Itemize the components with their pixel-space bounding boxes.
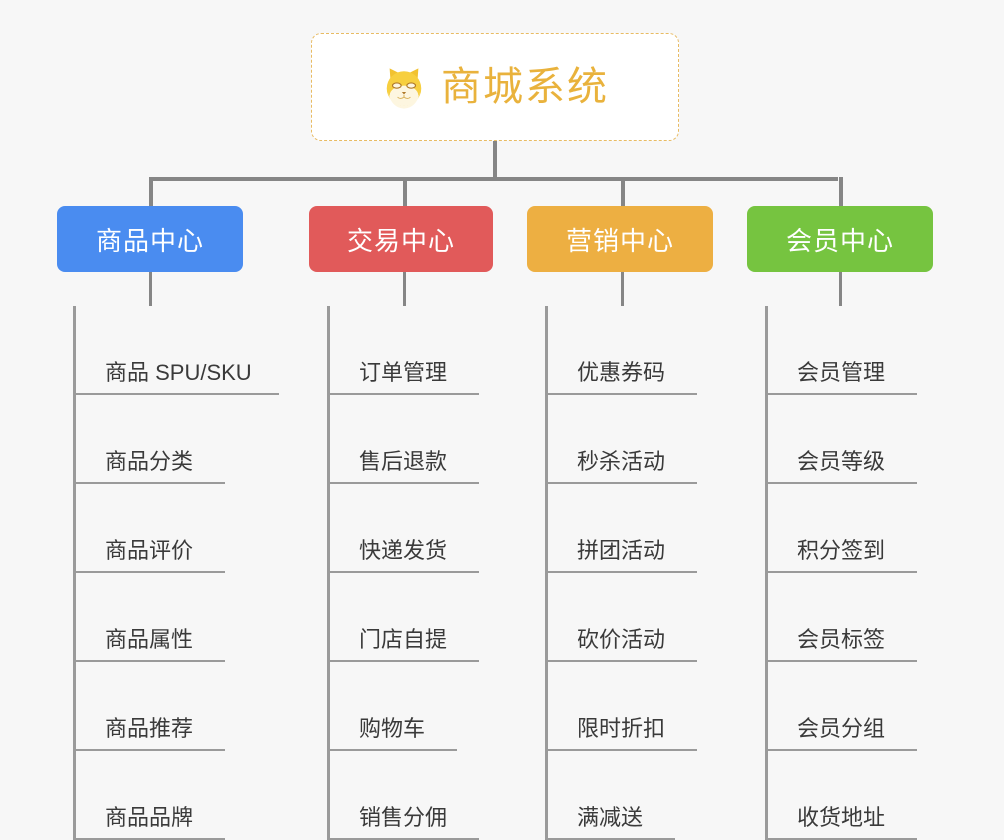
leaf-item[interactable]: 订单管理 [327, 306, 479, 395]
leaf-item-label: 商品属性 [105, 626, 194, 652]
leaf-trunk-line [327, 306, 330, 840]
category-box-4[interactable]: 会员中心 [747, 206, 933, 272]
leaf-item[interactable]: 商品 SPU/SKU [73, 306, 279, 395]
leaf-item-underline [545, 749, 697, 751]
connector-drop-1 [149, 177, 153, 209]
leaf-item-underline [327, 660, 479, 662]
leaf-item[interactable]: 收货地址 [765, 751, 917, 840]
leaf-item-label: 会员分组 [797, 715, 886, 741]
category-label: 会员中心 [785, 225, 894, 256]
leaf-item[interactable]: 门店自提 [327, 573, 479, 662]
leaf-item[interactable]: 售后退款 [327, 395, 479, 484]
leaf-item-label: 门店自提 [359, 626, 448, 652]
leaf-item-label: 购物车 [359, 715, 426, 741]
branch-stem-1 [149, 272, 152, 306]
leaf-item[interactable]: 会员标签 [765, 573, 917, 662]
leaf-item-underline [765, 838, 917, 840]
leaf-item-label: 优惠券码 [577, 359, 666, 385]
category-label: 商品中心 [95, 225, 204, 256]
leaf-trunk-line [545, 306, 548, 840]
leaf-item-underline [327, 749, 457, 751]
leaf-item-underline [765, 393, 917, 395]
leaf-item[interactable]: 商品分类 [73, 395, 225, 484]
leaf-item[interactable]: 商品推荐 [73, 662, 225, 751]
leaf-item[interactable]: 拼团活动 [545, 484, 697, 573]
leaf-trunk-line [765, 306, 768, 840]
leaf-item-label: 拼团活动 [577, 537, 666, 563]
leaf-item[interactable]: 销售分佣 [327, 751, 479, 840]
leaf-item[interactable]: 商品品牌 [73, 751, 225, 840]
leaf-item-underline [73, 838, 225, 840]
root-title: 商城系统 [441, 65, 609, 109]
leaf-item-underline [73, 571, 225, 573]
leaf-item[interactable]: 商品评价 [73, 484, 225, 573]
leaf-item-underline [765, 482, 917, 484]
leaf-item-label: 商品品牌 [105, 804, 194, 830]
connector-root-stem [493, 141, 497, 179]
leaf-item[interactable]: 会员等级 [765, 395, 917, 484]
leaf-item-label: 会员管理 [797, 359, 886, 385]
leaf-item-label: 满减送 [577, 804, 644, 830]
leaf-item[interactable]: 会员分组 [765, 662, 917, 751]
leaf-item[interactable]: 购物车 [327, 662, 457, 751]
leaf-item-label: 商品评价 [105, 537, 194, 563]
leaf-item-underline [545, 571, 697, 573]
leaf-item-underline [765, 749, 917, 751]
leaf-item-label: 积分签到 [797, 537, 886, 563]
leaf-item-underline [765, 660, 917, 662]
leaf-item-underline [545, 838, 675, 840]
branch-stem-2 [403, 272, 406, 306]
leaf-item[interactable]: 快递发货 [327, 484, 479, 573]
leaf-item-underline [765, 571, 917, 573]
leaf-item-label: 订单管理 [359, 359, 448, 385]
leaf-item[interactable]: 商品属性 [73, 573, 225, 662]
category-box-1[interactable]: 商品中心 [57, 206, 243, 272]
leaf-item-label: 售后退款 [359, 448, 448, 474]
leaf-item-label: 商品 SPU/SKU [105, 359, 252, 385]
leaf-item[interactable]: 满减送 [545, 751, 675, 840]
leaf-item[interactable]: 砍价活动 [545, 573, 697, 662]
root-node[interactable]: 商城系统 [311, 33, 679, 141]
category-box-2[interactable]: 交易中心 [309, 206, 493, 272]
leaf-item-underline [545, 393, 697, 395]
leaf-item[interactable]: 会员管理 [765, 306, 917, 395]
branch-stem-3 [621, 272, 624, 306]
shiba-dog-icon [386, 68, 422, 109]
connector-drop-3 [621, 177, 625, 209]
leaf-item-label: 砍价活动 [577, 626, 666, 652]
leaf-item-label: 会员标签 [797, 626, 886, 652]
leaf-item-underline [545, 660, 697, 662]
leaf-item[interactable]: 限时折扣 [545, 662, 697, 751]
leaf-item-underline [327, 571, 479, 573]
category-label: 交易中心 [346, 225, 455, 256]
leaf-trunk-line [73, 306, 76, 840]
leaf-item-underline [73, 749, 225, 751]
leaf-item-underline [327, 393, 479, 395]
leaf-item-label: 销售分佣 [359, 804, 448, 830]
leaf-item[interactable]: 积分签到 [765, 484, 917, 573]
leaf-item-label: 快递发货 [359, 537, 448, 563]
connector-horizontal-bar [150, 177, 838, 181]
leaf-item-underline [73, 393, 279, 395]
branch-stem-4 [839, 272, 842, 306]
leaf-item-label: 限时折扣 [577, 715, 666, 741]
category-box-3[interactable]: 营销中心 [527, 206, 713, 272]
leaf-item-underline [73, 482, 225, 484]
category-label: 营销中心 [565, 225, 674, 256]
leaf-item-label: 会员等级 [797, 448, 886, 474]
leaf-item-label: 收货地址 [797, 804, 886, 830]
connector-drop-2 [403, 177, 407, 209]
leaf-item[interactable]: 秒杀活动 [545, 395, 697, 484]
leaf-item-underline [545, 482, 697, 484]
leaf-item-label: 秒杀活动 [577, 448, 666, 474]
leaf-item-label: 商品分类 [105, 448, 194, 474]
connector-drop-4 [839, 177, 843, 209]
leaf-item-underline [327, 482, 479, 484]
leaf-item-label: 商品推荐 [105, 715, 194, 741]
leaf-item-underline [327, 838, 479, 840]
leaf-item-underline [73, 660, 225, 662]
leaf-item[interactable]: 优惠券码 [545, 306, 697, 395]
